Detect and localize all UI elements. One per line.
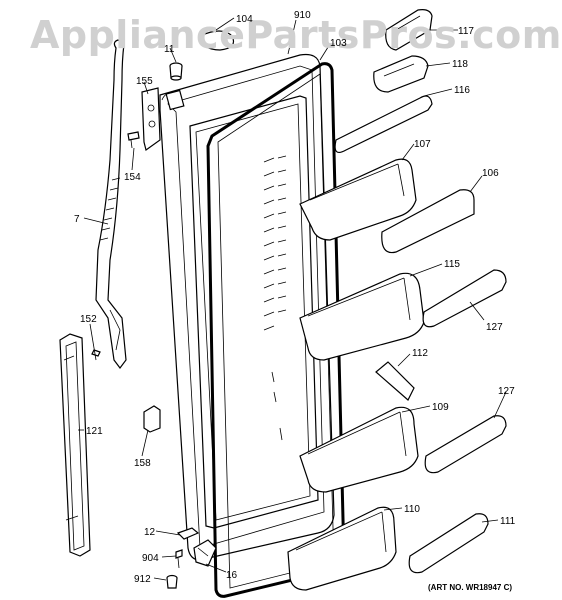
callout-110: 110 (404, 504, 420, 515)
callout-117: 117 (458, 26, 474, 37)
callout-106: 106 (482, 168, 499, 179)
art-number-label: (ART NO. WR18947 C) (428, 583, 512, 592)
callout-155: 155 (136, 76, 153, 87)
callout-118: 118 (452, 59, 468, 70)
leader-lines (78, 17, 507, 581)
screw-154 (127, 131, 140, 149)
callout-112: 112 (412, 348, 428, 359)
bin-118 (373, 55, 429, 93)
bin-117 (385, 9, 433, 51)
shelf-115 (299, 272, 425, 361)
watermark-text: AppliancePartsPros.com (30, 13, 562, 57)
callout-158: 158 (134, 458, 151, 469)
callout-154: 154 (124, 172, 141, 183)
callout-11: 11 (164, 44, 175, 55)
bushing-11 (169, 62, 183, 81)
hinge-bracket-155 (141, 87, 161, 152)
pin-912 (166, 574, 178, 589)
dike-shelf-supports (263, 155, 287, 441)
callout-12: 12 (144, 527, 156, 538)
callout-904: 904 (142, 553, 159, 564)
door-handle-7 (95, 39, 127, 369)
bin-127-upper (422, 269, 507, 328)
screw-152 (91, 347, 101, 361)
callout-127-upper: 127 (486, 322, 503, 333)
callout-910: 910 (294, 10, 311, 21)
screw-904 (175, 549, 183, 569)
bracket-158 (143, 405, 161, 433)
callout-115: 115 (444, 259, 460, 270)
callout-labels: 104 910 103 117 118 116 11 155 154 107 1… (74, 10, 516, 585)
shelf-109 (299, 406, 419, 493)
bin-111 (408, 513, 489, 574)
callout-109: 109 (432, 402, 449, 413)
callout-111: 111 (500, 516, 516, 527)
callout-107: 107 (414, 139, 431, 150)
bin-106 (381, 189, 475, 254)
door-liner (189, 95, 319, 529)
callout-152: 152 (80, 314, 97, 325)
callout-127-lower: 127 (498, 386, 515, 397)
hinge-16 (193, 539, 217, 567)
callout-912: 912 (134, 574, 151, 585)
shelf-107 (299, 158, 417, 241)
hinge-cap-104 (199, 30, 235, 51)
trim-strip-121 (59, 333, 91, 557)
callout-121: 121 (86, 426, 103, 437)
plate-12 (176, 527, 200, 540)
callout-7: 7 (74, 214, 80, 225)
bin-127-lower (424, 415, 507, 474)
callout-104: 104 (236, 14, 253, 25)
callout-103: 103 (330, 38, 347, 49)
clip-112 (375, 361, 415, 401)
callout-116: 116 (454, 85, 470, 96)
callout-16: 16 (226, 570, 238, 581)
